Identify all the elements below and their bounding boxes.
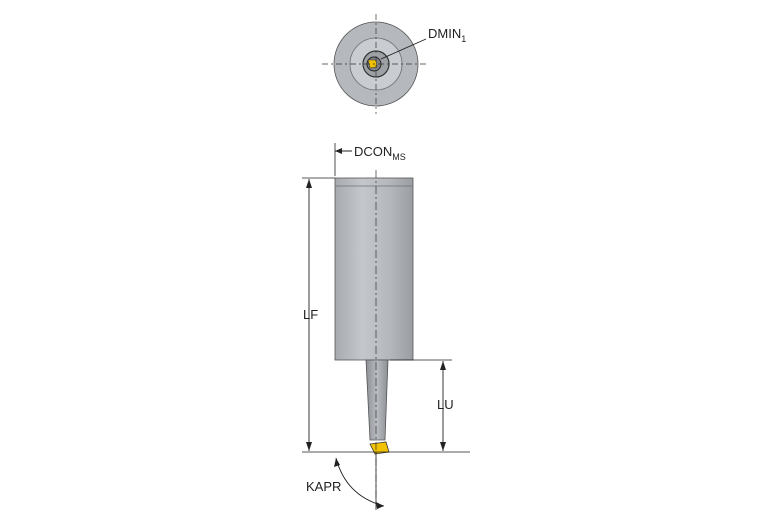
- dmin-label: DMIN1: [428, 26, 466, 44]
- end-view: DMIN1: [322, 14, 466, 114]
- kapr-label: KAPR: [306, 479, 341, 494]
- dmin-leader: [380, 38, 427, 60]
- dcon-label: DCONMS: [354, 144, 406, 162]
- end-view-insert: [367, 59, 378, 69]
- side-view: DCONMS LF LU KAPR: [302, 143, 470, 510]
- kapr-arc: [335, 457, 385, 507]
- lf-label: LF: [303, 307, 318, 322]
- shank: [334, 177, 414, 361]
- lu-label: LU: [437, 397, 454, 412]
- boring-bar: [365, 359, 389, 441]
